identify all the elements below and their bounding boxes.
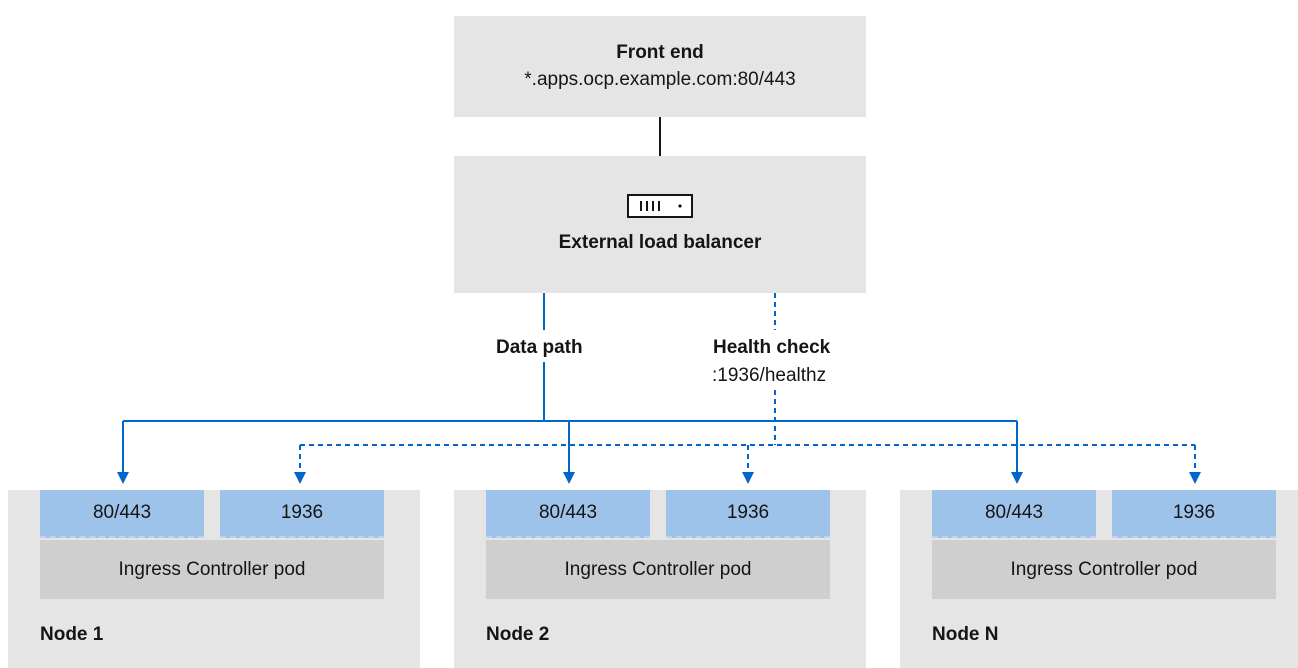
node-1-label: Node 1: [40, 624, 104, 645]
node-1-ingress-pod: Ingress Controller pod: [40, 540, 384, 599]
server-icon: [627, 193, 693, 218]
node-1-port-health: 1936: [220, 490, 384, 538]
node-n-port-http: 80/443: [932, 490, 1096, 538]
node-n-port-health: 1936: [1112, 490, 1276, 538]
front-end-box: Front end *.apps.ocp.example.com:80/443: [454, 16, 866, 117]
load-balancer-title: External load balancer: [558, 231, 762, 253]
front-end-title: Front end: [616, 41, 704, 63]
front-end-subtitle: *.apps.ocp.example.com:80/443: [524, 68, 796, 90]
node-1-box: 80/443 1936 Ingress Controller pod Node …: [8, 490, 420, 668]
node-n-label: Node N: [932, 624, 999, 645]
health-check-endpoint: :1936/healthz: [712, 364, 827, 388]
node-n-ingress-pod: Ingress Controller pod: [932, 540, 1276, 599]
health-check-label: Health check: [713, 336, 831, 360]
load-balancer-box: External load balancer: [454, 156, 866, 293]
node-2-port-health: 1936: [666, 490, 830, 538]
node-2-label: Node 2: [486, 624, 550, 645]
node-2-ingress-pod: Ingress Controller pod: [486, 540, 830, 599]
node-2-port-http: 80/443: [486, 490, 650, 538]
node-1-port-http: 80/443: [40, 490, 204, 538]
node-2-box: 80/443 1936 Ingress Controller pod Node …: [454, 490, 866, 668]
node-n-box: 80/443 1936 Ingress Controller pod Node …: [900, 490, 1298, 668]
data-path-label: Data path: [496, 336, 583, 360]
